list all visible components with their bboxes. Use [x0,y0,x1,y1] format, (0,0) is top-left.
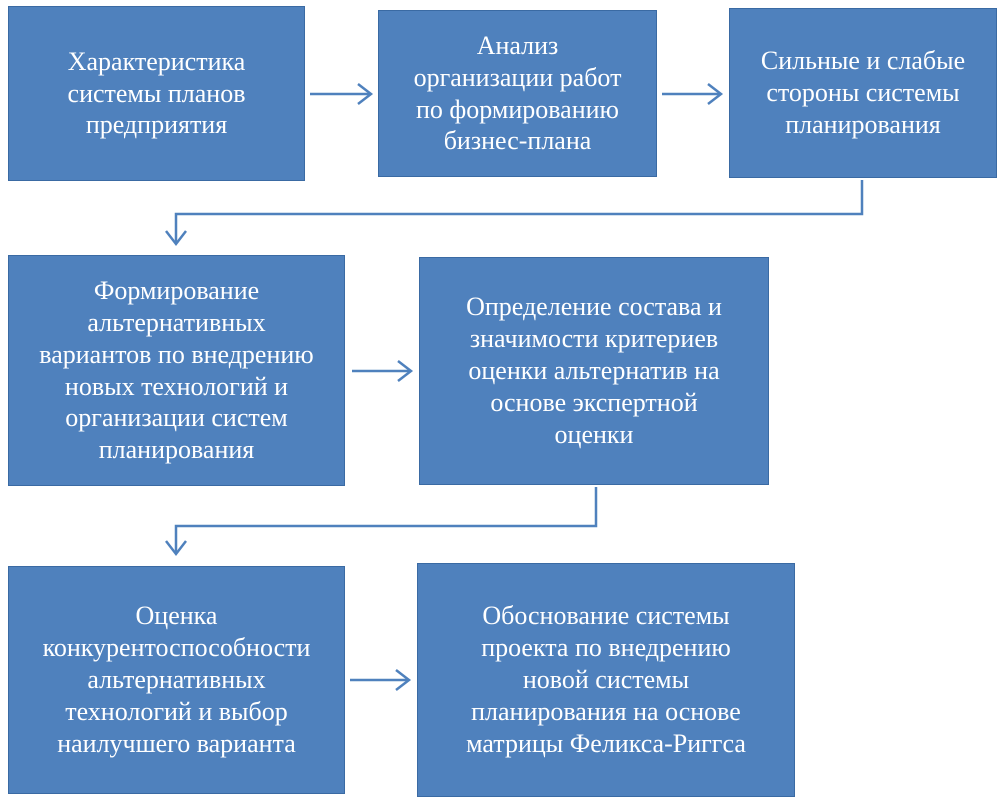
edge-n2-n3 [662,83,724,105]
edge-n1-n2 [310,83,374,105]
node-label: Оценка конкурентоспособности альтернатив… [42,601,311,758]
node-criteria-definition: Определение состава и значимости критери… [419,257,769,485]
node-plan-system-characteristics: Характеристика системы планов предприяти… [8,6,305,181]
edge-n4-n5 [352,360,414,382]
edge-n3-n4 [165,180,864,247]
node-business-plan-analysis: Анализ организации работ по формированию… [378,10,657,177]
node-label: Формирование альтернативных вариантов по… [39,275,314,465]
node-felix-riggs-justification: Обоснование системы проекта по внедрению… [417,563,795,797]
node-label: Определение состава и значимости критери… [466,292,722,449]
edge-n6-n7 [350,669,412,691]
node-alternative-options: Формирование альтернативных вариантов по… [8,255,345,486]
node-competitiveness-assessment: Оценка конкурентоспособности альтернатив… [8,566,345,794]
edge-n5-n6 [165,487,598,557]
node-label: Сильные и слабые стороны системы планиро… [760,46,966,139]
node-label: Анализ организации работ по формированию… [413,30,622,156]
node-label: Обоснование системы проекта по внедрению… [466,601,746,758]
node-strengths-weaknesses: Сильные и слабые стороны системы планиро… [729,8,997,178]
node-label: Характеристика системы планов предприяти… [67,46,246,140]
